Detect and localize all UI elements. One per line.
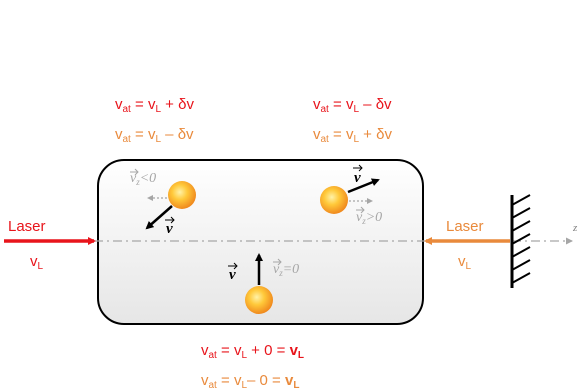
atom-bottom-ball: [245, 286, 273, 314]
left-laser-frequency: vL: [30, 253, 44, 272]
eq-top-right-red: vat = vL – δv: [313, 96, 392, 115]
vz-label-left: vz<0: [130, 171, 156, 187]
atom-left-ball: [168, 181, 196, 209]
eq-top-left-red: vat = vL + δv: [115, 96, 194, 115]
eq-bottom-orange: vat = vL– 0 = vL: [201, 372, 299, 391]
eq-top-left-orange: vat = vL – δv: [115, 126, 194, 145]
vz-label-right: vz>0: [356, 210, 382, 226]
atom-right-ball: [320, 186, 348, 214]
velocity-label-bottom: v: [229, 267, 236, 283]
right-laser-label: Laser: [446, 218, 484, 235]
velocity-label-left: v: [166, 221, 173, 237]
right-laser-frequency: vL: [458, 253, 472, 272]
z-axis-label: z: [572, 222, 578, 234]
vz-label-bottom: vz=0: [273, 262, 299, 278]
left-laser-label: Laser: [8, 218, 46, 235]
eq-top-right-orange: vat = vL + δv: [313, 126, 392, 145]
eq-bottom-red: vat = vL + 0 = vL: [201, 342, 304, 361]
velocity-label-right: v: [354, 170, 361, 186]
